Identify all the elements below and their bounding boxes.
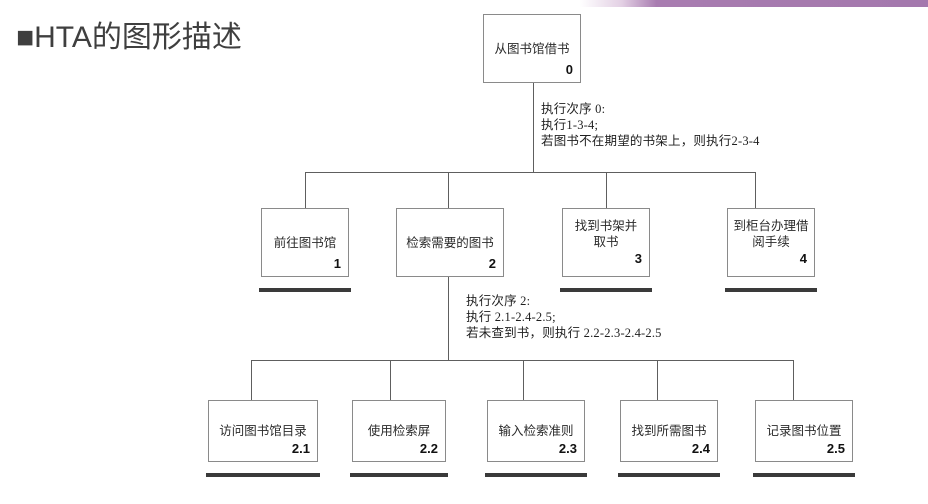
leaf-bar-2-5: [753, 473, 855, 477]
connector-level2-drop-3: [606, 172, 607, 208]
connector-root-stem: [533, 83, 534, 172]
connector-level3-bus-right: [657, 360, 793, 361]
node-3-inner: 找到书架并 取书 3: [563, 209, 649, 276]
node-2-2-inner: 使用检索屏 2.2: [353, 401, 445, 461]
node-3[interactable]: 找到书架并 取书 3: [558, 208, 650, 281]
node-2-4[interactable]: 找到所需图书 2.4: [616, 400, 718, 466]
leaf-bar-2-3: [485, 473, 587, 477]
node-2-3-number: 2.3: [558, 441, 577, 456]
node-2-label: 检索需要的图书: [406, 235, 494, 250]
node-2-3[interactable]: 输入检索准则 2.3: [483, 400, 585, 466]
node-2-4-inner: 找到所需图书 2.4: [621, 401, 717, 461]
node-2-2[interactable]: 使用检索屏 2.2: [348, 400, 446, 466]
node-1-inner: 前往图书馆 1: [262, 209, 348, 276]
node-root[interactable]: 从图书馆借书 0: [479, 14, 581, 87]
leaf-bar-3: [560, 288, 652, 292]
connector-node2-stem: [448, 277, 449, 360]
node-root-number: 0: [565, 62, 573, 77]
leaf-bar-4: [725, 288, 817, 292]
node-root-label: 从图书馆借书: [494, 41, 570, 56]
node-2[interactable]: 检索需要的图书 2: [392, 208, 504, 281]
leaf-bar-2-1: [206, 473, 320, 477]
node-2-1-inner: 访问图书馆目录 2.1: [209, 401, 317, 461]
connector-level2-bus: [305, 172, 755, 173]
node-2-4-number: 2.4: [691, 441, 710, 456]
node-4-label: 到柜台办理借 阅手续: [733, 219, 809, 249]
connector-level2-drop-4: [755, 172, 756, 208]
connector-level3-drop-21: [251, 360, 252, 400]
node-2-4-label: 找到所需图书: [631, 424, 707, 438]
leaf-bar-1: [259, 288, 351, 292]
annotation-plan-2: 执行次序 2: 执行 2.1-2.4-2.5; 若未查到书，则执行 2.2-2.…: [466, 294, 662, 340]
page-title: ■HTA的图形描述: [16, 21, 242, 54]
node-2-3-label: 输入检索准则: [498, 424, 574, 438]
node-2-number: 2: [488, 256, 496, 271]
node-1[interactable]: 前往图书馆 1: [257, 208, 349, 281]
leaf-bar-2-2: [350, 473, 448, 477]
connector-level3-drop-23: [523, 360, 524, 400]
connector-level3-drop-22: [390, 360, 391, 400]
annotation-plan-0: 执行次序 0: 执行1-3-4; 若图书不在期望的书架上，则执行2-3-4: [541, 102, 760, 148]
node-2-5[interactable]: 记录图书位置 2.5: [751, 400, 853, 466]
connector-level2-drop-1: [305, 172, 306, 208]
node-2-3-inner: 输入检索准则 2.3: [488, 401, 584, 461]
node-2-5-number: 2.5: [826, 441, 845, 456]
node-2-5-label: 记录图书位置: [766, 424, 842, 438]
connector-level3-drop-24: [657, 360, 658, 400]
accent-bar: [580, 0, 928, 7]
node-1-number: 1: [333, 256, 341, 271]
connector-level3-drop-25: [793, 360, 794, 400]
connector-level2-drop-2: [448, 172, 449, 208]
node-root-inner: 从图书馆借书 0: [484, 15, 580, 82]
node-2-1-label: 访问图书馆目录: [219, 424, 307, 438]
node-2-inner: 检索需要的图书 2: [397, 209, 503, 276]
node-3-label: 找到书架并 取书: [574, 219, 638, 249]
leaf-bar-2-4: [618, 473, 720, 477]
node-4-inner: 到柜台办理借 阅手续 4: [728, 209, 814, 276]
node-2-1-number: 2.1: [291, 441, 310, 456]
node-1-label: 前往图书馆: [273, 235, 337, 250]
node-2-5-inner: 记录图书位置 2.5: [756, 401, 852, 461]
node-4-number: 4: [799, 251, 807, 266]
node-4[interactable]: 到柜台办理借 阅手续 4: [723, 208, 815, 281]
node-2-1[interactable]: 访问图书馆目录 2.1: [204, 400, 318, 466]
connector-level3-bus: [251, 360, 661, 361]
node-3-number: 3: [634, 251, 642, 266]
node-2-2-label: 使用检索屏: [367, 424, 431, 438]
node-2-2-number: 2.2: [419, 441, 438, 456]
